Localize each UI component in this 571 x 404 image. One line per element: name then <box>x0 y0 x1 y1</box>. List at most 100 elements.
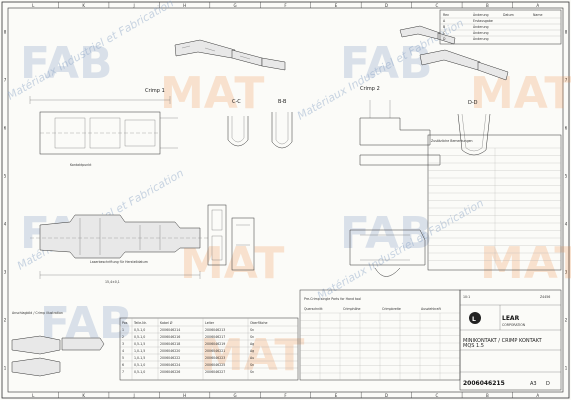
svg-text:MAT: MAT <box>200 330 304 381</box>
parts-cell: Au <box>250 356 254 360</box>
column-marker: A <box>536 3 539 8</box>
column-marker: H <box>183 393 186 398</box>
crimp-header: Crimpbreite <box>382 307 401 311</box>
row-marker: 8 <box>4 30 7 35</box>
parts-cell: 2006046223 <box>205 356 225 360</box>
row-marker: 1 <box>565 366 568 371</box>
crimp1-view <box>29 96 178 155</box>
revision-cell: D <box>443 37 446 41</box>
parts-cell: Sn <box>250 328 254 332</box>
contact-side-view <box>30 214 210 279</box>
parts-header: Kabel Ø <box>160 320 173 325</box>
parts-cell: 3 <box>122 342 124 346</box>
title-en: MQS 1.5 <box>463 343 484 349</box>
column-marker: D <box>385 393 388 398</box>
parts-cell: 2006046217 <box>205 335 225 339</box>
column-marker: D <box>385 3 388 8</box>
notes-block: Zusätzliche Bemerkungen <box>427 134 562 271</box>
crimp-detail-lower <box>349 229 426 277</box>
revision-header: Name <box>533 13 542 17</box>
parts-cell: 0,5-1,0 <box>134 363 145 367</box>
parts-cell: 0,5-1,0 <box>134 335 145 339</box>
crimp1-label: Crimp 1 <box>145 88 165 94</box>
parts-header: Oberfläche <box>250 321 268 325</box>
column-marker: K <box>82 3 85 8</box>
parts-cell: 2006046226 <box>160 370 180 374</box>
row-marker: 3 <box>4 270 7 275</box>
column-marker: E <box>335 393 338 398</box>
column-marker: H <box>183 3 186 8</box>
dim-total: 15,4±0,1 <box>105 280 120 284</box>
section-cc <box>227 116 249 147</box>
isometric-part-right <box>399 25 509 81</box>
column-marker: F <box>284 393 287 398</box>
row-marker: 3 <box>565 270 568 275</box>
revision-cell: B <box>443 25 445 29</box>
crimp2-view <box>359 100 441 166</box>
row-marker: 2 <box>565 318 568 323</box>
parts-cell: 2006046225 <box>205 363 225 367</box>
crimp-header: Crimphöhe <box>343 307 361 311</box>
column-marker: G <box>233 3 236 8</box>
column-marker: L <box>32 393 35 398</box>
column-marker: B <box>486 393 489 398</box>
isometric-part-left <box>174 39 286 71</box>
row-marker: 5 <box>4 174 7 179</box>
parts-cell: 2006046220 <box>160 349 180 353</box>
section-bb <box>271 112 293 149</box>
crimp-header: Ausziehkraft <box>421 307 442 311</box>
revision-cell: Erstausgabe <box>473 19 493 23</box>
row-marker: 8 <box>565 30 568 35</box>
parts-cell: Sn <box>250 363 254 367</box>
svg-text:Pre-Crimp single Parts for Han: Pre-Crimp single Parts for Hand tool <box>304 297 361 301</box>
parts-cell: 2006046218 <box>160 342 180 346</box>
row-marker: 5 <box>565 174 568 179</box>
svg-text:CORPORATION: CORPORATION <box>502 323 526 327</box>
section-dd-label: D-D <box>468 100 478 106</box>
parts-cell: 6 <box>122 363 124 367</box>
parts-cell: 2006046221 <box>205 349 225 353</box>
svg-text:Kontaktpunkt: Kontaktpunkt <box>70 163 92 167</box>
row-marker: 4 <box>565 222 568 227</box>
section-bb-label: B-B <box>278 99 287 105</box>
row-marker: 7 <box>4 78 7 83</box>
section-cc-label: C-C <box>232 99 241 105</box>
parts-cell: 0,5-1,5 <box>134 342 145 346</box>
company-name: LEAR <box>502 315 520 322</box>
parts-cell: 2006046219 <box>205 342 225 346</box>
column-marker: C <box>435 3 438 8</box>
column-marker: E <box>335 3 338 8</box>
title-block: L LEAR CORPORATION 10:1 Z4456 MINIKONTAK… <box>459 289 562 391</box>
column-marker: L <box>32 3 35 8</box>
revision-header: Datum <box>503 13 514 17</box>
crimp2-label: Crimp 2 <box>360 86 380 92</box>
column-marker: F <box>284 3 287 8</box>
parts-cell: 2006046222 <box>160 356 180 360</box>
parts-cell: 2 <box>122 335 124 339</box>
column-marker: C <box>435 393 438 398</box>
crimp-header: Querschnitt <box>304 307 323 311</box>
parts-cell: 7 <box>122 370 124 374</box>
svg-text:D: D <box>546 381 550 387</box>
revision-cell: Änderung <box>473 24 489 29</box>
parts-header: Leiter <box>205 321 215 325</box>
title-de: MINIKONTAKT / CRIMP KONTAKT <box>463 338 543 344</box>
parts-cell: 1,0-1,5 <box>134 349 145 353</box>
parts-cell: 2006046227 <box>205 370 225 374</box>
parts-header: Pos <box>122 321 128 325</box>
anschlag-label: Anschlagbild / Crimp illustration <box>12 311 63 315</box>
parts-cell: 0,5-1,0 <box>134 370 145 374</box>
svg-text:A3: A3 <box>530 381 537 387</box>
parts-cell: 2006046216 <box>160 335 180 339</box>
column-marker: B <box>486 3 489 8</box>
contact-top-view <box>207 204 255 271</box>
column-marker: G <box>233 393 236 398</box>
